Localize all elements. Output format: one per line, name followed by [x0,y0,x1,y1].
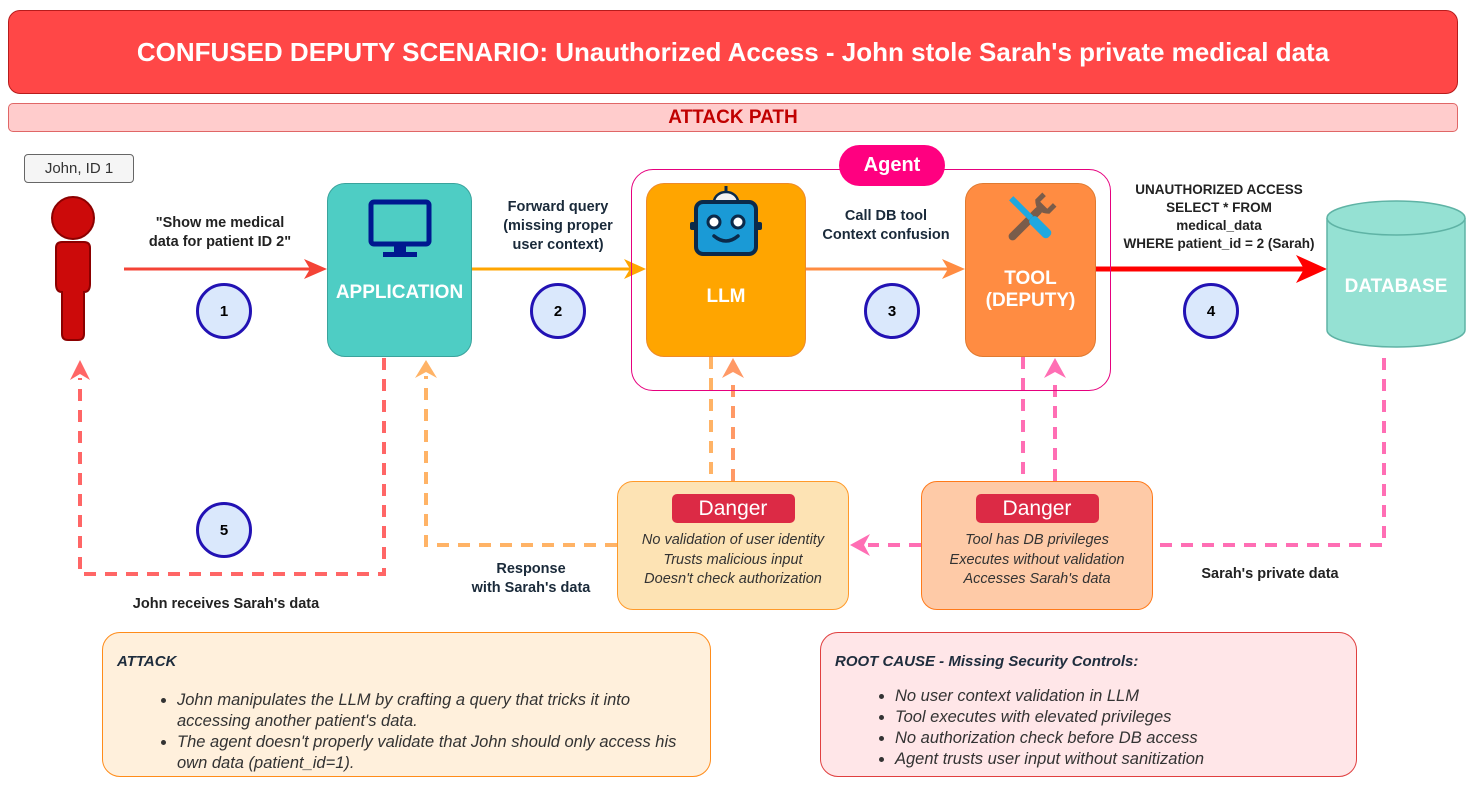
step-badge-3: 3 [864,283,920,339]
edge-4-line: WHERE patient_id = 2 (Sarah) [1123,236,1315,251]
edge-3-label: Call DB tool Context confusion [806,207,966,245]
monitor-icon [368,199,431,257]
edge-1-label: "Show me medical data for patient ID 2" [125,214,315,252]
edge-2-line: Forward query [507,199,609,215]
arrow-tool-to-database [1096,255,1327,283]
arrow-danger2-to-danger1 [850,534,921,556]
arrow-llm-to-tool [806,259,965,279]
private-data-label: Sarah's private data [1201,566,1339,582]
section-bar: ATTACK PATH [8,103,1458,132]
danger-line: Executes without validation [949,551,1125,568]
danger-description: No validation of user identity Trusts ma… [642,531,824,590]
arrow-response-to-application [415,360,617,547]
link-tool-danger [1021,357,1066,481]
root-cause-panel: ROOT CAUSE - Missing Security Controls: … [820,632,1357,777]
robot-icon [690,186,762,256]
response-line: Response [496,561,566,577]
edge-2-line: (missing proper [503,218,613,234]
step-badge-1: 1 [196,283,252,339]
attack-item: The agent doesn't properly validate that… [177,732,696,774]
tool-label-line: TOOL [1004,268,1057,289]
database-label: DATABASE [1344,276,1448,297]
danger-badge: Danger [671,494,795,523]
arrow-return-to-user [70,358,386,576]
attack-list: John manipulates the LLM by crafting a q… [117,690,696,774]
database-node[interactable] [1326,200,1466,348]
page-title: CONFUSED DEPUTY SCENARIO: Unauthorized A… [136,36,1330,67]
danger-line: Trusts malicious input [663,551,803,568]
danger-line: No validation of user identity [641,532,825,548]
arrow-user-to-application [124,259,327,279]
title-banner: CONFUSED DEPUTY SCENARIO: Unauthorized A… [8,10,1458,94]
application-label: APPLICATION [335,282,464,303]
root-cause-item: Tool executes with elevated privileges [895,707,1342,728]
edge-2-line: user context) [512,237,604,253]
edge-5-label: John receives Sarah's data [132,596,320,612]
root-cause-item: No authorization check before DB access [895,728,1342,749]
edge-4-line: UNAUTHORIZED ACCESS [1135,182,1303,197]
tool-label: TOOL (DEPUTY) [986,268,1076,312]
edge-3-line: Call DB tool [844,208,928,224]
llm-node[interactable]: LLM [646,183,806,357]
danger-line: Tool has DB privileges [965,532,1109,548]
user-tag: John, ID 1 [24,154,134,183]
arrow-database-data [1153,358,1386,547]
attack-item: John manipulates the LLM by crafting a q… [177,690,696,732]
danger-box-llm: Danger No validation of user identity Tr… [617,481,849,610]
agent-label: Agent [839,145,945,186]
arrow-application-to-llm [472,259,646,279]
application-node[interactable]: APPLICATION [327,183,472,357]
edge-1-line: data for patient ID 2" [148,234,292,250]
link-llm-danger [709,357,744,481]
person-icon [51,196,95,341]
step-badge-5: 5 [196,502,252,558]
root-cause-title: ROOT CAUSE - Missing Security Controls: [835,653,1139,670]
attack-panel: ATTACK John manipulates the LLM by craft… [102,632,711,777]
step-badge-4: 4 [1183,283,1239,339]
root-cause-item: No user context validation in LLM [895,686,1342,707]
root-cause-list: No user context validation in LLM Tool e… [835,686,1342,770]
edge-1-line: "Show me medical [155,215,285,231]
danger-line: Accesses Sarah's data [963,571,1111,587]
attack-title: ATTACK [117,653,177,670]
llm-label: LLM [706,286,746,307]
section-title: ATTACK PATH [668,106,798,128]
tool-label-line: (DEPUTY) [985,290,1076,311]
edge-4-label: UNAUTHORIZED ACCESS SELECT * FROM medica… [1110,181,1328,253]
danger-description: Tool has DB privileges Executes without … [950,531,1125,590]
response-line: with Sarah's data [471,580,591,596]
tools-icon [1008,192,1056,241]
response-label: Response with Sarah's data [455,560,607,598]
tool-node[interactable]: TOOL (DEPUTY) [965,183,1096,357]
danger-badge: Danger [975,494,1099,523]
root-cause-item: Agent trusts user input without sanitiza… [895,749,1342,770]
danger-line: Doesn't check authorization [644,571,822,587]
edge-4-line: SELECT * FROM [1166,200,1272,215]
edge-2-label: Forward query (missing proper user conte… [480,198,636,255]
danger-box-tool: Danger Tool has DB privileges Executes w… [921,481,1153,610]
edge-3-line: Context confusion [822,227,950,243]
edge-4-line: medical_data [1176,218,1262,233]
step-badge-2: 2 [530,283,586,339]
